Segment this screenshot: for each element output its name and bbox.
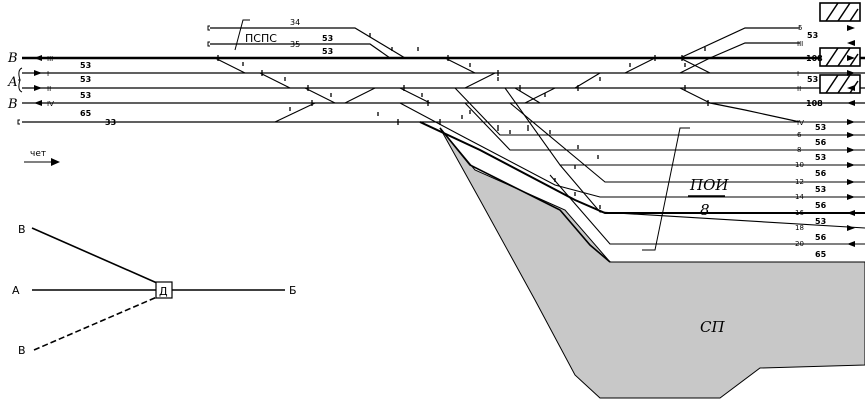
poi-number: 8	[700, 201, 710, 219]
track-num-left-iii: III	[47, 55, 53, 63]
dir-left-bottom: В	[7, 97, 18, 112]
chet-label: чет	[30, 149, 46, 159]
fan-track-12: 12	[795, 178, 804, 186]
scheme-dir-bottom: В	[18, 344, 26, 357]
fan-track-8: 8	[797, 146, 801, 154]
len-left-ii: 53	[80, 91, 91, 100]
fan-track-16: 16	[795, 209, 804, 217]
track-num-left-i: I	[47, 70, 49, 78]
junction-scheme: Д В А Б В	[12, 223, 297, 357]
len-right-5: 53	[807, 31, 818, 40]
spur-34-label: 34	[290, 18, 300, 27]
left-throat	[214, 57, 745, 123]
poi-label: ПОИ	[689, 176, 729, 194]
track-num-left-ii: II	[47, 85, 51, 93]
len-left-iv: 65	[80, 109, 92, 118]
len-top-a: 53	[322, 34, 333, 43]
track-num-right-iv: IV	[797, 119, 804, 127]
fan-track-18: 18	[795, 224, 804, 232]
fan-len-20: 56	[815, 233, 827, 242]
spur-35-label: 35	[290, 40, 300, 49]
pspc-label: ПСПС	[245, 32, 277, 45]
fan-track-14: 14	[795, 193, 804, 201]
fan-len-14: 53	[815, 185, 826, 194]
len-right-iii: 108	[806, 54, 823, 63]
fan-len-8: 56	[815, 138, 827, 147]
fan-track-10: 10	[795, 161, 804, 169]
right-arrows	[847, 25, 855, 125]
fan-len-6: 53	[815, 123, 826, 132]
track-num-right-i: I	[797, 70, 799, 78]
fan-track-20: 20	[795, 240, 804, 248]
dir-left-top: В	[7, 51, 18, 66]
fan-len-12: 56	[815, 169, 827, 178]
track-num-right-iii: III	[797, 40, 803, 48]
fan-len-16: 56	[815, 201, 827, 210]
fan-tracks	[399, 87, 865, 245]
len-left-33: 33	[105, 118, 116, 127]
fan-track-6: 6	[797, 131, 802, 139]
scheme-node-d: Д	[159, 285, 168, 298]
fan-arrows	[847, 132, 855, 247]
sp-label: СП	[700, 318, 725, 336]
scheme-dir-left: А	[12, 284, 20, 297]
fan-len-18: 53	[815, 217, 826, 226]
right-buffers	[819, 2, 861, 94]
track-num-left-iv: IV	[47, 100, 54, 108]
dir-left-mid: А	[7, 75, 18, 90]
len-top-b: 53	[322, 47, 333, 56]
track-num-right-ii: II	[797, 85, 801, 93]
fan-len-sp: 65	[815, 250, 827, 259]
fan-len-10: 53	[815, 153, 826, 162]
scheme-dir-top: В	[18, 223, 26, 236]
len-right-ii: 108	[806, 99, 823, 108]
switch-marks	[217, 33, 709, 125]
track-5-label: 5	[798, 24, 802, 32]
scheme-dir-right: Б	[289, 284, 297, 297]
len-left-i: 53	[80, 75, 91, 84]
len-left-iii: 53	[80, 61, 91, 70]
sp-area	[439, 127, 865, 399]
fan-marks	[461, 110, 601, 209]
len-right-i: 53	[807, 75, 818, 84]
